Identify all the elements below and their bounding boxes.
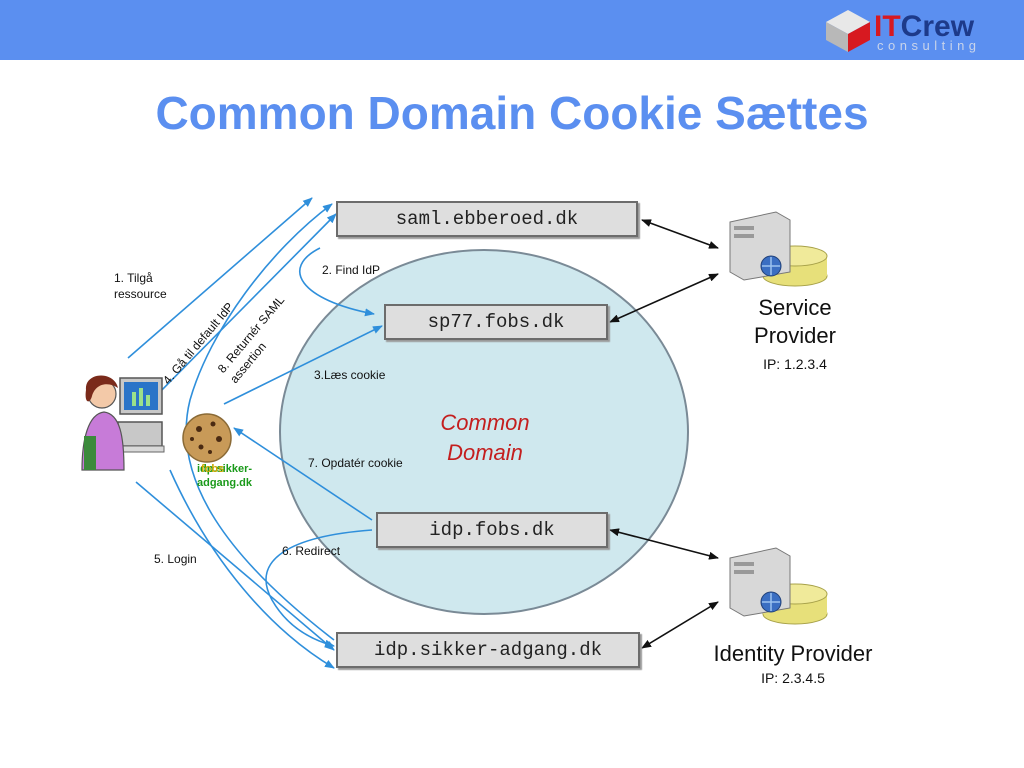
step-3-label: 3.Læs cookie [314,368,386,382]
service-provider-name: Service Provider [754,295,836,348]
logo-wordmark: ITCrew [874,10,975,43]
arrow-3-read-cookie [223,325,383,405]
arrow-7-update-cookie [233,427,373,521]
step-5-label: 5. Login [154,552,197,566]
host-idp-fobs: idp.fobs.dk [376,512,608,548]
link-sp77-sp [609,273,719,323]
itcrew-logo: ITCrew consulting [822,8,992,54]
server-icon [729,211,828,287]
identity-provider-ip: IP: 2.3.4.5 [761,670,825,686]
link-sikker-idp [641,601,719,649]
arrow-2-find-idp [299,247,375,317]
step-1-label: 1. Tilgå ressource [114,271,167,301]
logo-cube-icon [826,10,870,52]
common-domain-label: Common Domain [440,410,530,465]
arrow-4-go-default-idp [149,213,337,403]
host-sp77-fobs: sp77.fobs.dk [384,304,608,340]
arrow-5-login [135,481,335,651]
user-at-computer-icon [81,375,165,471]
step-2-label: 2. Find IdP [322,263,381,277]
cookie-value-label: idp.sikker-adgang.dk [197,463,253,489]
step-6-label: 6. Redirect [282,544,341,558]
arrow-8-return-saml [185,203,335,641]
identity-provider-name: Identity Provider [713,641,873,666]
cookie-overlay-label: fobs [201,463,225,475]
service-provider-ip: IP: 1.2.3.4 [763,356,827,372]
slide-title: Common Domain Cookie Sættes [155,87,869,139]
arrow-6-redirect [265,529,373,648]
arrow-1-access [127,197,313,359]
step-7-label: 7. Opdatér cookie [308,456,403,470]
host-saml-ebberoed: saml.ebberoed.dk [336,201,638,237]
cookie-icon [182,413,232,463]
server-icon [729,547,828,625]
arrow-to-sikker-lower [169,469,335,669]
link-saml-sp [641,219,719,249]
host-idp-sikker-adgang: idp.sikker-adgang.dk [336,632,640,668]
logo-subtitle: consulting [877,38,981,53]
link-idpfobs-idp [609,528,719,560]
